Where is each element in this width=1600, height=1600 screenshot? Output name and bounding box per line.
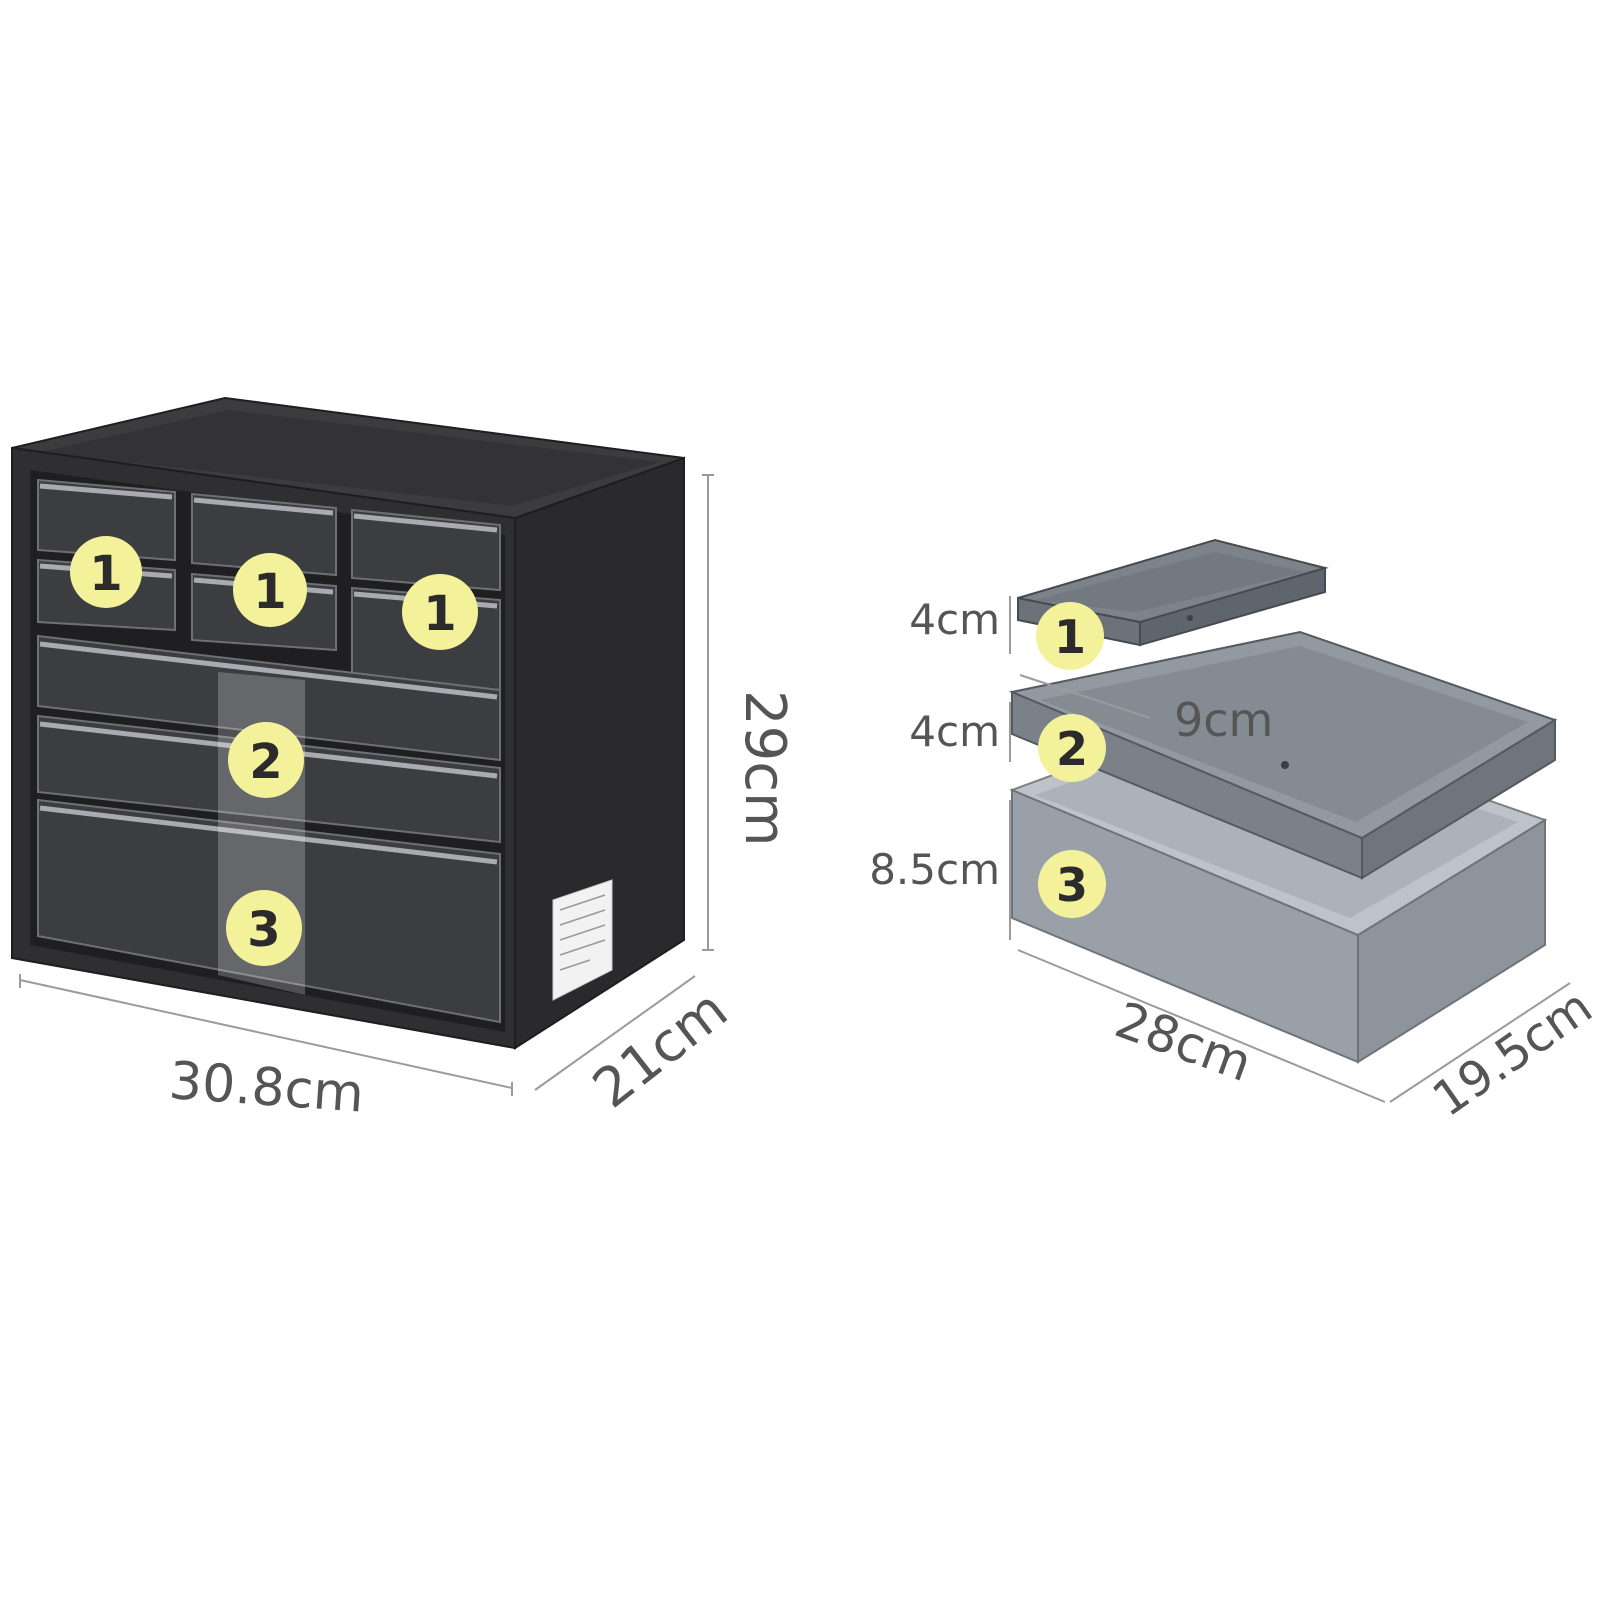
cabinet-badge: 1 [70,536,142,608]
drawer-depth-line [1389,982,1571,1103]
drawer-cabinet: 1 1 1 2 3 [11,396,685,1050]
medium-drawer [37,634,501,762]
badge-number: 1 [89,546,122,602]
drawer-medium [1008,630,1558,880]
drawer2-height-label: 4cm [909,707,1000,756]
cabinet-width-label: 30.8cm [167,1051,366,1124]
badge-number: 3 [247,902,280,958]
small-drawer [351,508,501,592]
small-drawer [191,492,337,577]
drawer-badge: 2 [1038,714,1106,782]
cabinet-badge: 3 [226,890,302,966]
small-drawers [37,478,501,692]
sticker-lines [559,894,606,971]
drawer-dimension-lines [1009,596,1571,1103]
drawer-small-inner [1035,552,1305,612]
small-width-line [1019,674,1151,719]
depth-dimension-line [534,975,696,1091]
cabinet-badge: 2 [228,722,304,798]
drawer3-height-label: 8.5cm [869,845,1000,894]
drawer-badge: 1 [1036,602,1104,670]
width-dimension-line [19,979,513,1089]
badge-number: 3 [1056,858,1088,912]
drawer-medium-inner [1040,646,1528,822]
badge-number: 1 [1054,610,1086,664]
badge-number: 2 [1056,722,1088,776]
drawer1-height-label: 4cm [909,595,1000,644]
cabinet-dimension-lines [19,474,714,1096]
small-width-label: 9cm [1174,693,1273,747]
badge-number: 1 [423,586,456,642]
product-sticker [552,879,613,1001]
drawer-medium-hole [1281,761,1289,769]
small-drawer [37,478,176,562]
drawer-small [1017,538,1329,647]
badge-number: 1 [253,564,286,620]
cabinet-height-label: 29cm [732,690,797,847]
cabinet-top-inset [40,410,660,506]
large-drawer-handle [39,805,498,865]
cabinet-badge: 1 [233,553,307,627]
drawer-set: 1 2 3 [1008,538,1558,1064]
drawer-width-line [1017,949,1386,1103]
badge-number: 2 [249,734,282,790]
cabinet-depth-label: 21cm [581,978,739,1121]
cabinet-badge: 1 [402,574,478,650]
drawer-badge: 3 [1038,850,1106,918]
drawer-small-hole [1187,615,1193,621]
